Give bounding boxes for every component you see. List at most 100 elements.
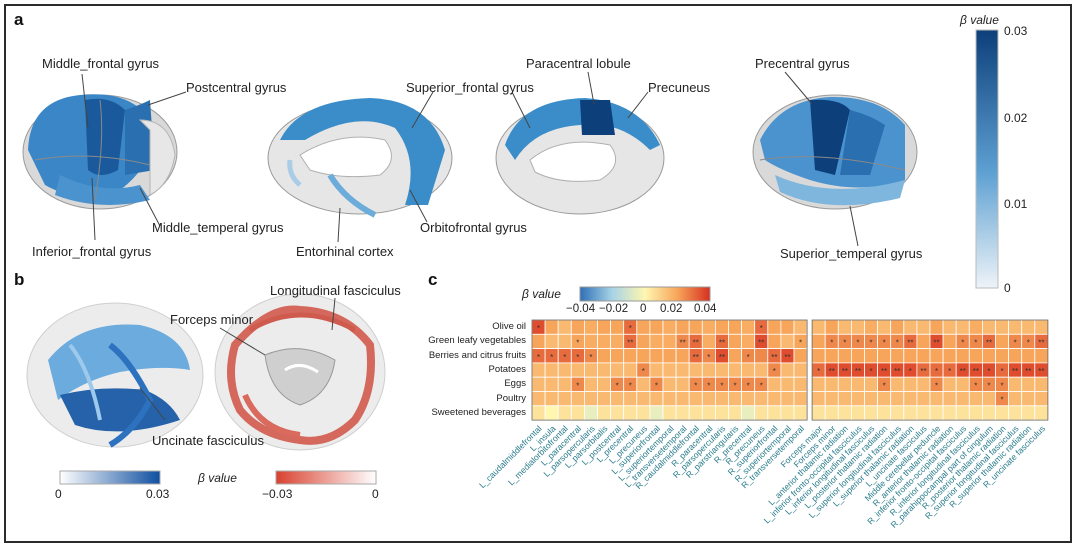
label-precuneus: Precuneus bbox=[648, 80, 711, 95]
heatmap-significance-star: ** bbox=[680, 338, 686, 347]
heatmap-significance-star: * bbox=[760, 324, 763, 333]
heatmap-significance-star: ** bbox=[693, 338, 699, 347]
heatmap-cell bbox=[903, 376, 918, 392]
heatmap-cell bbox=[557, 391, 572, 407]
heatmap-significance-star: * bbox=[1027, 338, 1030, 347]
panel-label-c: c bbox=[428, 270, 438, 289]
label-paracentral: Paracentral lobule bbox=[526, 56, 631, 71]
heatmap-cell bbox=[570, 319, 585, 335]
heatmap-significance-star: * bbox=[720, 381, 723, 390]
heatmap-significance-star: ** bbox=[719, 338, 725, 347]
heatmap-cell bbox=[942, 405, 957, 421]
heatmap-cell bbox=[597, 362, 612, 378]
heatmap-cell bbox=[557, 376, 572, 392]
panel-b-red-tick: −0.03 bbox=[262, 487, 293, 501]
panel-a-leader-lines bbox=[81, 71, 859, 247]
panel-c-colorbar bbox=[579, 286, 711, 302]
heatmap-cell bbox=[942, 391, 957, 407]
heatmap-significance-star: ** bbox=[973, 367, 979, 376]
heatmap-cell bbox=[610, 391, 625, 407]
brain-tracts-blue bbox=[26, 302, 204, 448]
heatmap-cell bbox=[903, 405, 918, 421]
heatmap-significance-star: ** bbox=[1038, 367, 1044, 376]
heatmap-significance-star: * bbox=[576, 338, 579, 347]
heatmap-row-label: Olive oil bbox=[492, 321, 526, 332]
heatmap-cell bbox=[1008, 405, 1023, 421]
heatmap-cell bbox=[531, 362, 546, 378]
heatmap-cell bbox=[675, 405, 690, 421]
heatmap-cell bbox=[942, 376, 957, 392]
heatmap-cell bbox=[851, 348, 865, 364]
heatmap-significance-star: * bbox=[537, 353, 540, 362]
panel-c-colorbar-title: β value bbox=[522, 287, 561, 301]
heatmap-cell bbox=[675, 391, 690, 407]
heatmap-row-label: Eggs bbox=[504, 378, 526, 390]
heatmap-significance-star: * bbox=[987, 367, 990, 376]
heatmap-cell bbox=[715, 319, 729, 335]
heatmap-group-outline bbox=[811, 319, 1049, 421]
heatmap-cell bbox=[793, 362, 808, 378]
heatmap-cell bbox=[584, 362, 598, 378]
heatmap-row-label: Green leafy vegetables bbox=[428, 335, 526, 347]
heatmap-significance-star: ** bbox=[627, 338, 633, 347]
heatmap-significance-star: * bbox=[537, 324, 540, 333]
heatmap-cell bbox=[982, 348, 996, 364]
heatmap-cell bbox=[754, 362, 769, 378]
heatmap-cell bbox=[811, 348, 826, 364]
heatmap-significance-star: * bbox=[974, 381, 977, 390]
heatmap-cell bbox=[767, 391, 782, 407]
panel-b-colorbar-title: β value bbox=[198, 471, 237, 485]
heatmap-cell bbox=[570, 405, 585, 421]
heatmap-cell bbox=[837, 319, 852, 335]
heatmap-cell bbox=[955, 391, 970, 407]
heatmap-cell bbox=[877, 391, 892, 407]
heatmap-cell bbox=[995, 348, 1010, 364]
heatmap-cell bbox=[916, 348, 931, 364]
figure-frame bbox=[4, 4, 1072, 543]
heatmap-cell bbox=[1021, 405, 1036, 421]
panel-c-colorbar-tick: 0 bbox=[640, 303, 647, 315]
panel-a-colorbar-tick: 0.01 bbox=[1004, 197, 1028, 211]
heatmap-significance-star: ** bbox=[784, 353, 790, 362]
heatmap-cell bbox=[890, 391, 905, 407]
panel-b-blue-tick: 0 bbox=[55, 487, 62, 501]
heatmap-cell bbox=[968, 391, 983, 407]
heatmap-cell bbox=[544, 319, 559, 335]
heatmap-cell bbox=[610, 348, 625, 364]
heatmap-cell bbox=[780, 333, 795, 349]
heatmap-cell bbox=[610, 405, 625, 421]
heatmap-significance-star: * bbox=[817, 367, 820, 376]
heatmap-cell bbox=[824, 348, 839, 364]
heatmap-cell bbox=[584, 391, 598, 407]
heatmap-cell bbox=[955, 348, 970, 364]
heatmap-significance-star: ** bbox=[881, 367, 887, 376]
heatmap-significance-star: ** bbox=[829, 367, 835, 376]
heatmap-cell bbox=[955, 405, 970, 421]
heatmap-cell bbox=[557, 362, 572, 378]
heatmap-significance-star: ** bbox=[986, 338, 992, 347]
heatmap-cell bbox=[890, 376, 905, 392]
heatmap-cell bbox=[715, 391, 729, 407]
heatmap-cell bbox=[701, 362, 716, 378]
heatmap-cell bbox=[824, 376, 839, 392]
heatmap-cell bbox=[662, 319, 677, 335]
heatmap-cell bbox=[544, 405, 559, 421]
panel-a-colorbar-tick: 0 bbox=[1004, 281, 1011, 295]
heatmap-cell bbox=[662, 348, 677, 364]
panel-a-colorbar-tick: 0.02 bbox=[1004, 111, 1028, 125]
heatmap-significance-star: * bbox=[948, 367, 951, 376]
heatmap-cell bbox=[662, 391, 677, 407]
heatmap-cell bbox=[995, 333, 1010, 349]
heatmap-cell bbox=[662, 376, 677, 392]
heatmap-cell bbox=[623, 348, 638, 364]
heatmap-cell bbox=[649, 319, 664, 335]
heatmap-cell bbox=[890, 319, 905, 335]
heatmap-cell bbox=[754, 348, 769, 364]
panel-a-colorbar-tick: 0.03 bbox=[1004, 24, 1028, 38]
heatmap-significance-star: ** bbox=[920, 367, 926, 376]
heatmap-cell bbox=[728, 348, 743, 364]
heatmap-cell bbox=[824, 391, 839, 407]
heatmap-cell bbox=[837, 391, 852, 407]
heatmap-cell bbox=[688, 405, 703, 421]
heatmap-cell bbox=[557, 319, 572, 335]
